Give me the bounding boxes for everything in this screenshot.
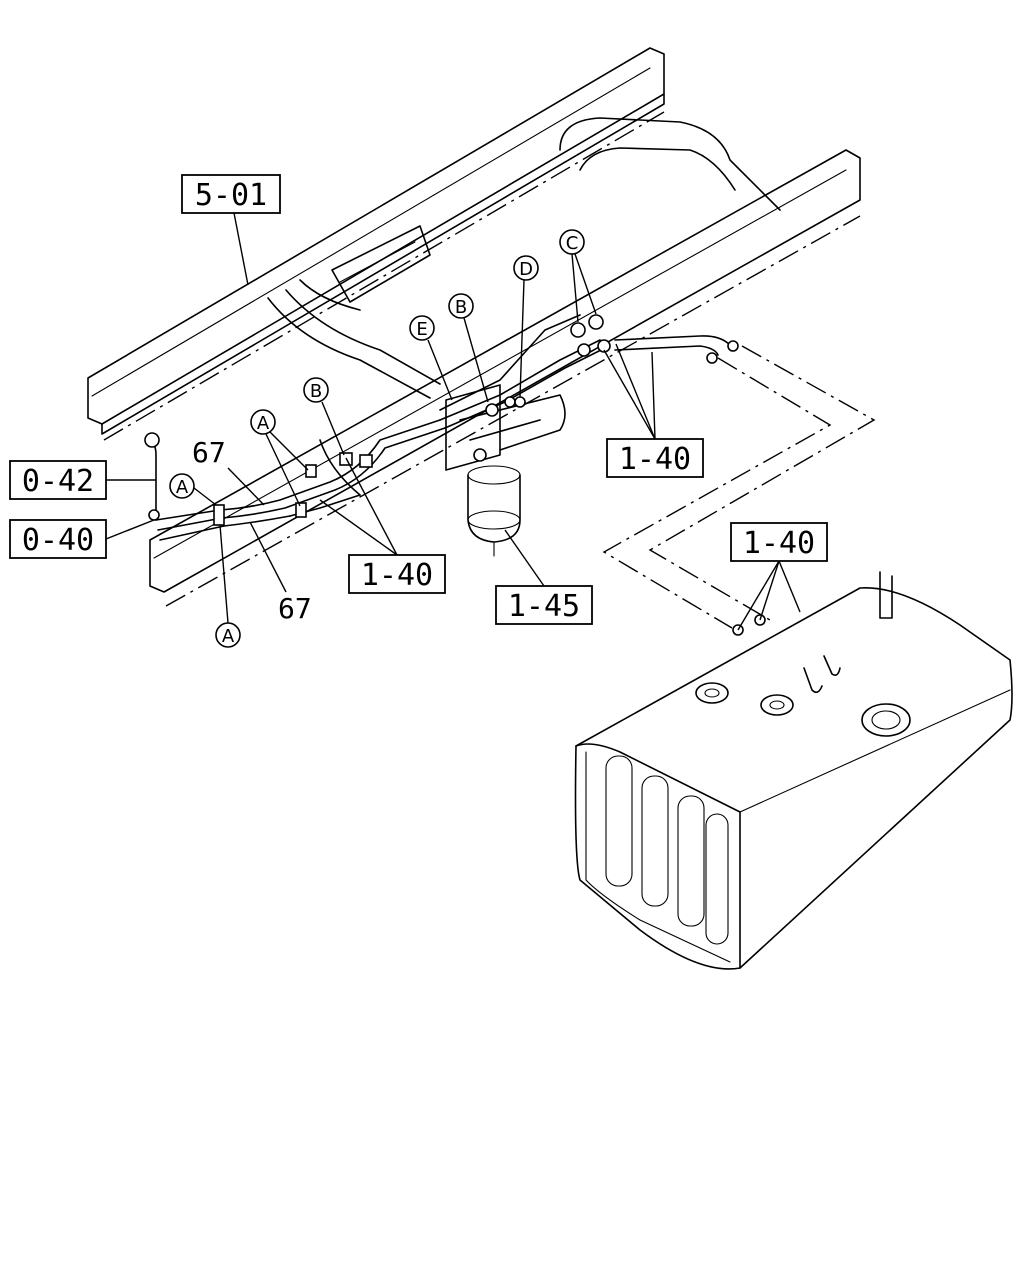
ref-c: C bbox=[559, 229, 597, 323]
callout-tank: 1-40 bbox=[730, 522, 828, 631]
ref-b-center-text: B bbox=[455, 297, 467, 318]
ref-b-left-text: B bbox=[310, 381, 322, 402]
callout-pipe-left: 1-40 bbox=[319, 457, 446, 594]
callout-pipe-right-text: 1-40 bbox=[619, 442, 691, 477]
callout-pipe-right: 1-40 bbox=[603, 343, 704, 478]
part-number-lower-text: 67 bbox=[278, 592, 312, 625]
part-number-upper-text: 67 bbox=[192, 436, 226, 469]
callout-filter: 1-45 bbox=[495, 529, 593, 625]
ref-a-bottom-text: A bbox=[222, 626, 235, 647]
routing-lines bbox=[602, 345, 876, 629]
ref-a-top-text: A bbox=[257, 413, 270, 434]
ref-e-text: E bbox=[416, 319, 427, 340]
ref-d: D bbox=[513, 255, 539, 398]
ref-a-top: A bbox=[250, 409, 309, 507]
callout-tank-text: 1-40 bbox=[743, 526, 815, 561]
ref-a-left: A bbox=[169, 473, 217, 506]
part-number-upper: 67 bbox=[192, 436, 265, 506]
ref-a-left-text: A bbox=[176, 477, 189, 498]
ref-a-bottom: A bbox=[215, 524, 241, 648]
ref-e: E bbox=[409, 315, 453, 401]
junction-fittings bbox=[514, 314, 611, 408]
callout-hook-text: 0-42 bbox=[22, 464, 94, 499]
ref-b-center: B bbox=[448, 293, 489, 403]
fuel-filter bbox=[445, 384, 566, 557]
callout-bracket-text: 0-40 bbox=[22, 523, 94, 558]
part-number-lower: 67 bbox=[249, 521, 312, 625]
ref-b-left: B bbox=[303, 377, 345, 456]
ref-c-text: C bbox=[566, 233, 579, 254]
callout-pipe-left-text: 1-40 bbox=[361, 558, 433, 593]
callout-frame: 5-01 bbox=[181, 174, 281, 286]
frame-rail-upper bbox=[87, 47, 665, 441]
callout-filter-text: 1-45 bbox=[508, 589, 580, 624]
callout-hook: 0-42 bbox=[9, 460, 156, 500]
callout-frame-text: 5-01 bbox=[195, 178, 267, 213]
fuel-tank bbox=[574, 571, 1013, 970]
ref-d-text: D bbox=[519, 259, 533, 280]
fuel-lines bbox=[144, 314, 739, 541]
frame-rail-lower bbox=[149, 149, 861, 607]
cross-member bbox=[267, 117, 781, 399]
callout-bracket: 0-40 bbox=[9, 519, 155, 559]
